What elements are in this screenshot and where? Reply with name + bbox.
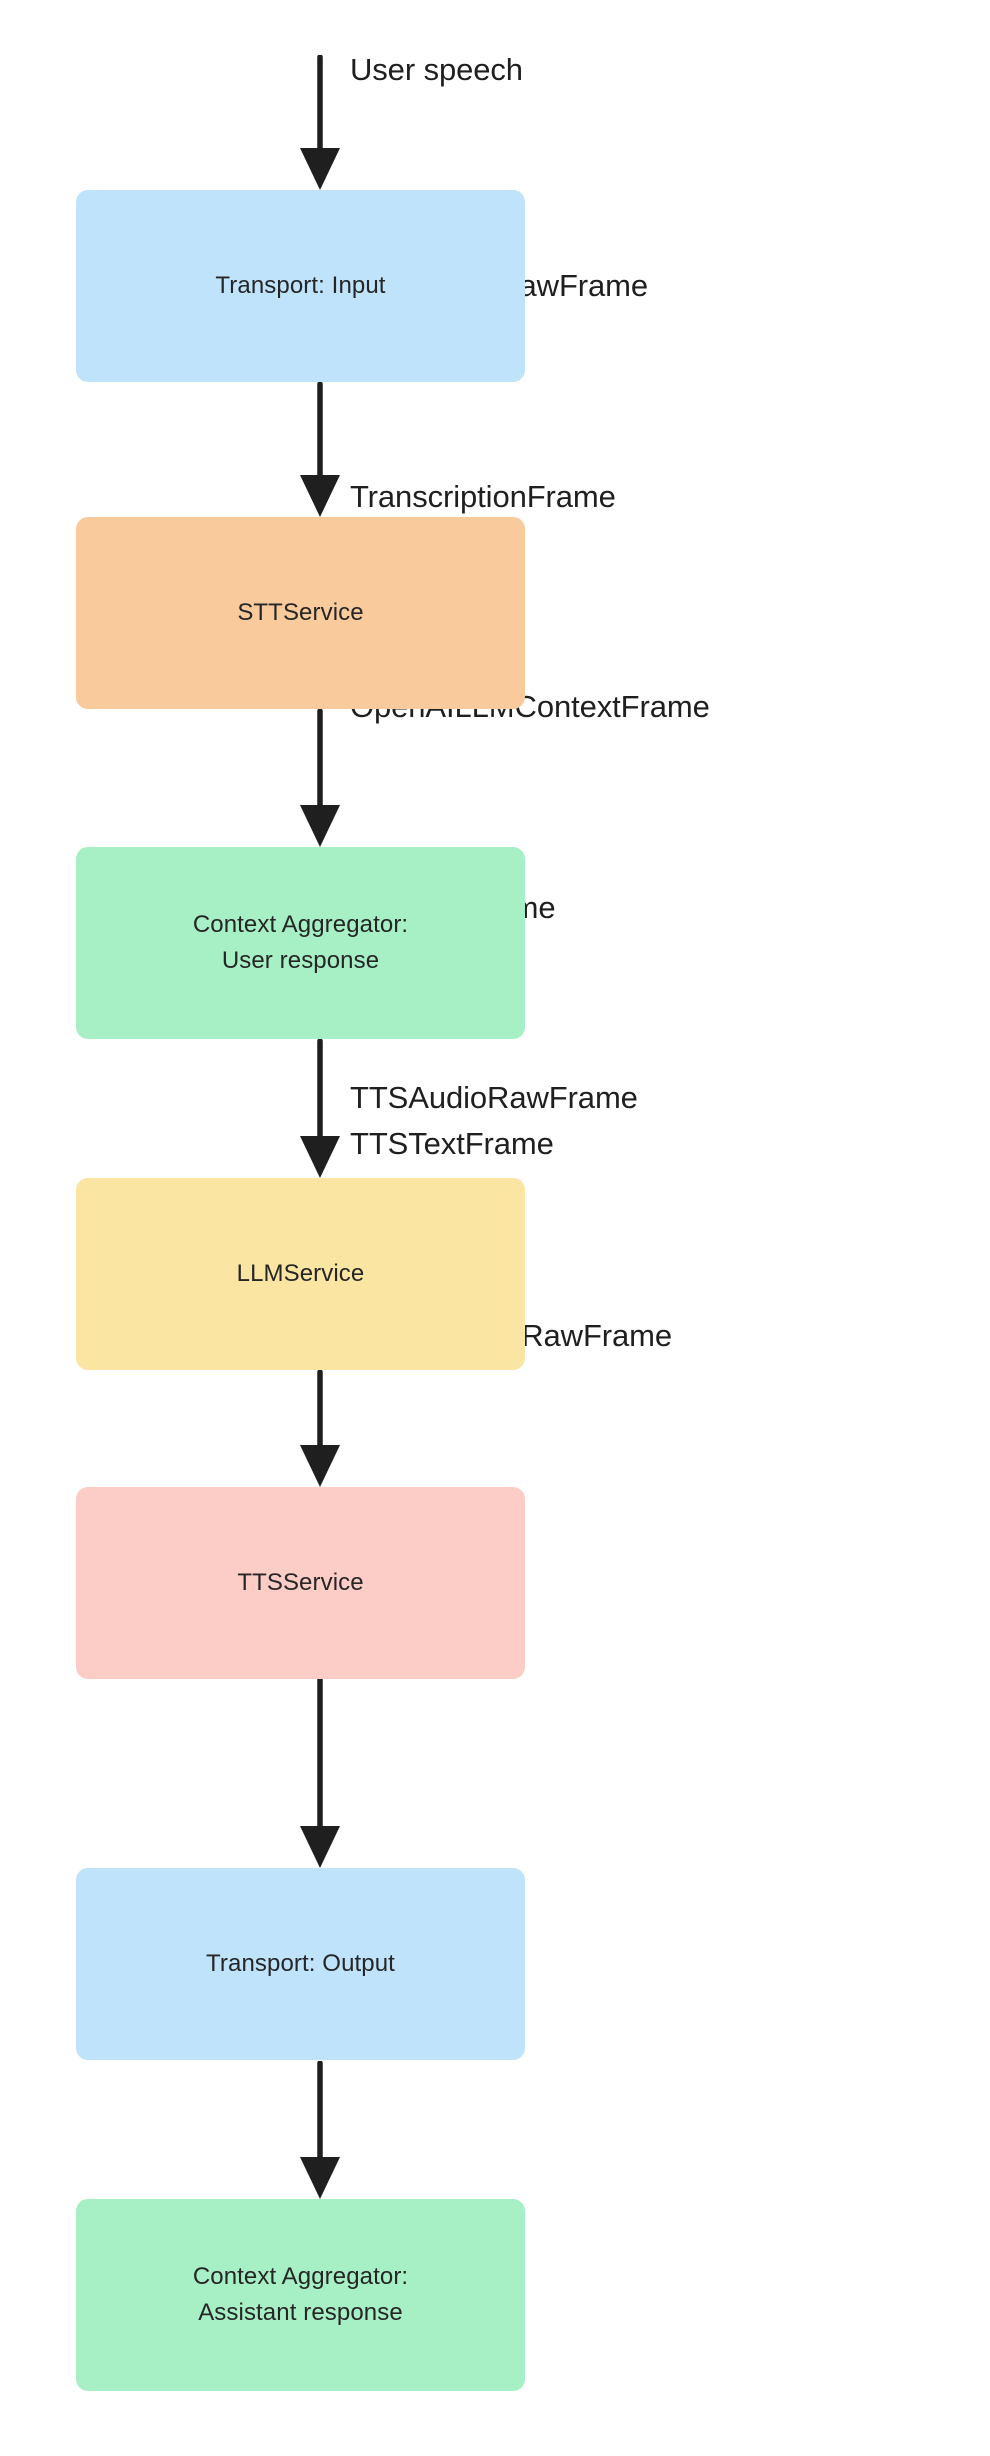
arrow-edge-input-audio bbox=[297, 382, 343, 517]
node-tts-service[interactable]: TTSService bbox=[76, 1487, 525, 1679]
arrow-edge-llm-text bbox=[297, 1370, 343, 1487]
node-label-context-user: Context Aggregator: User response bbox=[192, 911, 409, 974]
arrow-edge-user-speech bbox=[297, 55, 343, 190]
node-label-stt-service: STTService bbox=[237, 599, 364, 626]
edge-label-edge-user-speech: User speech bbox=[350, 52, 523, 87]
arrow-edge-openai-context bbox=[297, 1039, 343, 1178]
node-label-tts-service: TTSService bbox=[237, 1569, 364, 1596]
arrow-edge-output-audio bbox=[297, 2061, 343, 2199]
node-label-transport-input: Transport: Input bbox=[215, 272, 386, 299]
node-llm-service[interactable]: LLMService bbox=[76, 1178, 525, 1370]
node-label-llm-service: LLMService bbox=[236, 1260, 365, 1287]
arrow-edge-transcription bbox=[297, 709, 343, 847]
node-context-user[interactable]: Context Aggregator: User response bbox=[76, 847, 525, 1039]
node-context-assistant[interactable]: Context Aggregator: Assistant response bbox=[76, 2199, 525, 2391]
arrow-edge-tts-frames bbox=[297, 1661, 343, 1868]
node-label-transport-output: Transport: Output bbox=[206, 1950, 395, 1977]
node-stt-service[interactable]: STTService bbox=[76, 517, 525, 709]
node-transport-input[interactable]: Transport: Input bbox=[76, 190, 525, 382]
node-label-context-assistant: Context Aggregator: Assistant response bbox=[192, 2263, 409, 2326]
node-transport-output[interactable]: Transport: Output bbox=[76, 1868, 525, 2060]
edge-label-edge-tts-frames: TTSAudioRawFrame TTSTextFrame bbox=[350, 1080, 638, 1161]
edge-label-edge-transcription: TranscriptionFrame bbox=[350, 479, 616, 514]
